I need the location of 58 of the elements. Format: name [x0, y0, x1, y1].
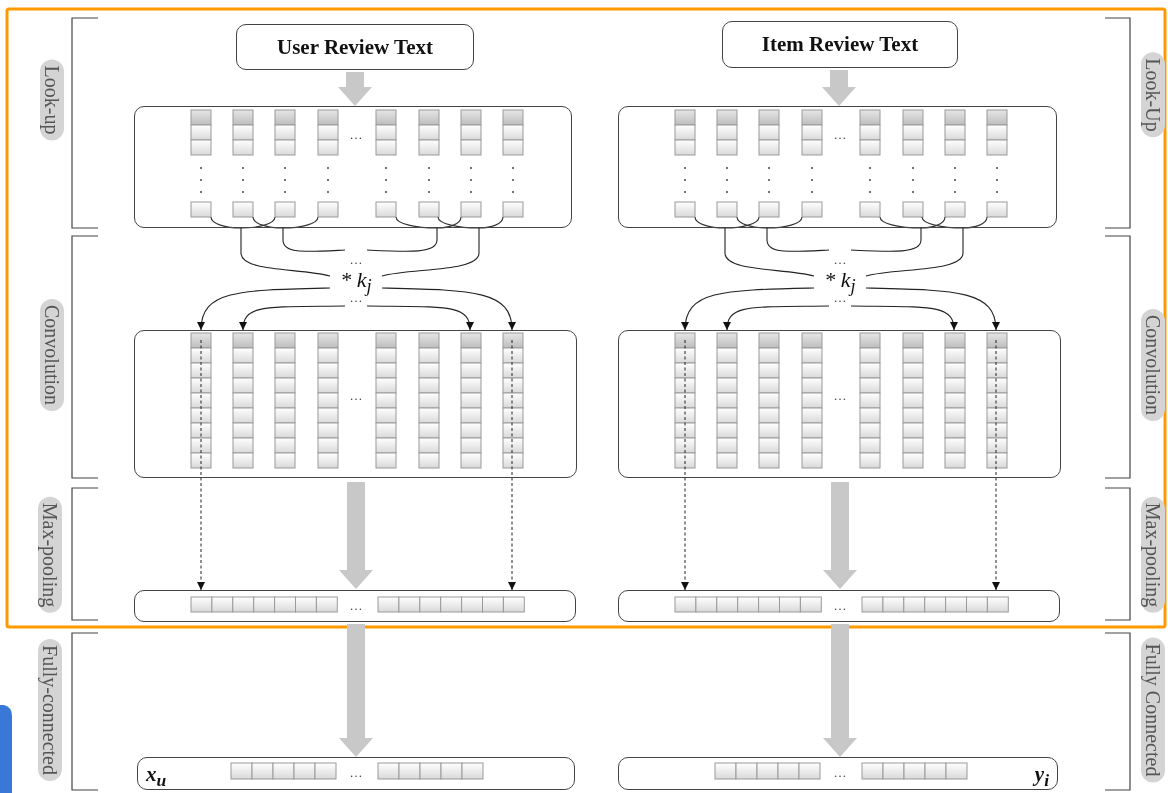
stage-label: Look-Up — [1141, 52, 1165, 138]
ellipsis: … — [348, 598, 364, 614]
connector-line — [766, 227, 830, 252]
connector-line — [865, 227, 964, 277]
arrow — [197, 287, 331, 331]
arrow — [865, 287, 1000, 331]
layer-box — [618, 590, 1060, 622]
stage-label: Max-pooling — [38, 496, 62, 614]
vector-symbol: x$_{u}$ — [146, 763, 167, 792]
arrow — [508, 339, 516, 591]
input-box — [722, 21, 958, 68]
ellipsis: … — [832, 252, 848, 268]
layer-box — [137, 757, 575, 790]
vector-symbol: y$_{i}$ — [1034, 763, 1049, 792]
stage-label: Convolution — [40, 299, 64, 411]
ellipsis: … — [348, 765, 364, 781]
layer-box — [618, 330, 1061, 478]
ellipsis: … — [348, 252, 364, 268]
ellipsis: … — [832, 127, 848, 143]
connector-line — [282, 227, 346, 252]
layer-box — [618, 106, 1057, 228]
layer-box — [134, 106, 572, 228]
flow-arrow — [823, 482, 857, 589]
stage-label: Max-pooling — [1141, 496, 1165, 614]
flow-arrow — [338, 72, 372, 106]
ellipsis: … — [348, 127, 364, 143]
connector-line — [240, 227, 331, 277]
arrow — [381, 287, 516, 331]
stage-label: Fully-connected — [38, 639, 62, 781]
stage-label: Convolution — [1141, 309, 1165, 421]
ellipsis: … — [832, 598, 848, 614]
ellipsis: … — [832, 765, 848, 781]
connector-line — [381, 227, 480, 277]
flow-arrow — [823, 624, 857, 757]
connector-line — [724, 227, 815, 277]
layer-box — [134, 590, 576, 622]
arrow — [992, 339, 1000, 591]
connector-line — [850, 227, 922, 252]
ellipsis: … — [348, 388, 364, 404]
flow-arrow — [822, 70, 856, 106]
arrow — [197, 339, 205, 591]
arrow — [681, 287, 815, 331]
input-title: User Review Text — [277, 34, 433, 60]
input-box — [236, 24, 474, 70]
stage-label: Look-up — [40, 59, 64, 141]
flow-arrow — [339, 624, 373, 757]
layer-box — [618, 757, 1058, 790]
stage-label: Fully Connected — [1141, 637, 1165, 783]
connector-line — [366, 227, 438, 252]
arrow — [239, 305, 346, 331]
flow-arrow — [339, 482, 373, 589]
arrow — [850, 305, 958, 331]
input-title: Item Review Text — [761, 32, 919, 57]
arrow — [681, 339, 689, 591]
arrow — [723, 305, 830, 331]
ellipsis: … — [832, 388, 848, 404]
layer-box — [134, 330, 577, 478]
arrow — [366, 305, 474, 331]
